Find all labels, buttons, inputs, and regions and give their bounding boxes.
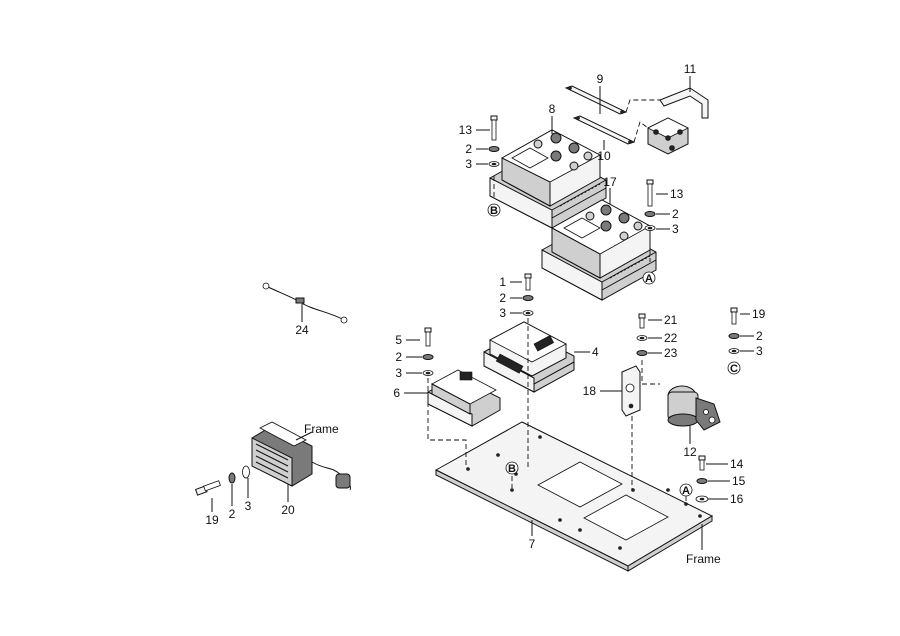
callout-3: 3	[499, 306, 506, 320]
callout-3: 3	[672, 222, 679, 236]
callout-2: 2	[756, 329, 763, 343]
callout-13: 13	[459, 123, 473, 137]
callout-18: 18	[583, 384, 597, 398]
power-unit-20	[251, 421, 351, 491]
washer	[522, 310, 534, 316]
terminal-block	[647, 117, 689, 155]
callout-17: 17	[603, 175, 617, 189]
frame-label: Frame	[304, 422, 339, 436]
washer	[488, 146, 500, 152]
bus-bar-9	[564, 85, 628, 115]
ref-marker-a: A	[679, 483, 693, 497]
callout-5: 5	[395, 333, 402, 347]
bolt-19-right	[730, 307, 738, 325]
callout-14: 14	[730, 457, 744, 471]
callout-4: 4	[592, 345, 599, 359]
callout-23: 23	[664, 346, 678, 360]
bus-bar-10	[572, 115, 636, 145]
callout-19: 19	[752, 307, 766, 321]
callout-20: 20	[281, 503, 295, 517]
bolt-13-lower	[646, 179, 654, 207]
callout-16: 16	[730, 492, 744, 506]
ref-marker-text: A	[682, 485, 690, 497]
bolt-14	[698, 455, 706, 471]
module-6	[427, 369, 501, 427]
callout-7: 7	[529, 537, 536, 551]
solenoid-12	[667, 385, 721, 431]
ref-marker-text: C	[730, 363, 738, 375]
callout-3: 3	[465, 157, 472, 171]
leader-lines	[211, 76, 754, 550]
washer	[728, 333, 740, 339]
callout-2: 2	[465, 142, 472, 156]
callout-10: 10	[597, 149, 611, 163]
ref-marker-b: B	[505, 461, 519, 475]
ref-marker-b: B	[487, 203, 501, 217]
cable-24	[262, 282, 348, 324]
callout-2: 2	[395, 350, 402, 364]
ref-marker-c: C	[727, 361, 741, 375]
ref-marker-text: B	[490, 205, 498, 217]
controller-lower	[541, 199, 657, 301]
washer	[522, 295, 534, 301]
bolt-19-left	[194, 480, 221, 496]
callout-2: 2	[672, 207, 679, 221]
bracket-11	[659, 87, 709, 119]
callout-9: 9	[597, 72, 604, 86]
leader-dash	[633, 121, 649, 143]
washer	[644, 211, 656, 217]
washer	[422, 370, 434, 376]
callout-3: 3	[245, 499, 252, 513]
washer	[636, 335, 648, 341]
assembly-line	[427, 378, 467, 466]
washer	[422, 354, 434, 360]
frame-label: Frame	[686, 552, 721, 566]
washer	[242, 465, 250, 479]
washer	[728, 348, 740, 354]
ref-marker-a: A	[642, 271, 656, 285]
callout-15: 15	[732, 474, 746, 488]
ref-marker-text: B	[508, 463, 516, 475]
callout-24: 24	[295, 323, 309, 337]
callout-12: 12	[683, 445, 697, 459]
callout-8: 8	[549, 102, 556, 116]
bolt-13-upper	[490, 115, 498, 141]
callout-6: 6	[393, 386, 400, 400]
washer	[636, 350, 648, 356]
bolt-1	[524, 273, 532, 291]
callout-21: 21	[664, 313, 678, 327]
assembly-line	[641, 360, 660, 385]
callout-13: 13	[670, 187, 684, 201]
controller-upper	[489, 129, 607, 229]
callout-11: 11	[684, 62, 697, 76]
base-plate	[434, 421, 714, 572]
bracket-18	[621, 365, 641, 417]
callout-1: 1	[499, 275, 506, 289]
callout-2: 2	[229, 507, 236, 521]
bolt-5	[424, 327, 432, 347]
washer	[696, 478, 708, 484]
washer	[695, 495, 709, 503]
callout-3: 3	[756, 344, 763, 358]
callout-19: 19	[205, 513, 219, 527]
bolt-21	[638, 313, 646, 329]
washer	[488, 161, 500, 167]
control-module	[483, 321, 575, 393]
ref-marker-text: A	[645, 273, 653, 285]
washer	[228, 472, 236, 484]
callout-22: 22	[664, 331, 678, 345]
washer	[644, 225, 656, 231]
callout-3: 3	[395, 366, 402, 380]
callout-2: 2	[499, 291, 506, 305]
leader-dash	[625, 99, 660, 113]
